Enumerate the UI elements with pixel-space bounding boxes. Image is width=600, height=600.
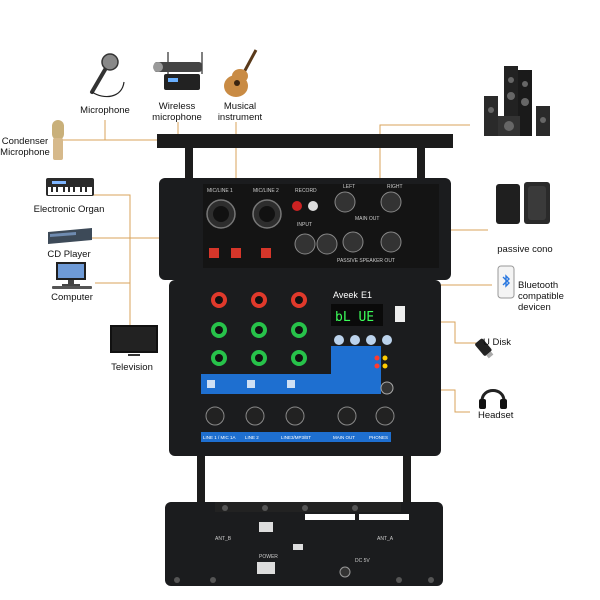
carry-handle [157,134,453,148]
usb-disk-icon [475,338,494,359]
strip-label-2: LINE 2 [245,435,259,440]
main-out-label: MAIN OUT [355,216,379,222]
guitar-icon [224,49,258,97]
label-condenser-microphone: Condenser Microphone [0,136,50,158]
label-cd-player: CD Player [47,249,91,260]
ant-b-label: ANT_B [215,536,232,542]
wireless-mic-icon [153,52,203,90]
record-label: RECORD [295,188,317,194]
label-computer: Computer [51,292,93,303]
brand-label: Aveek [333,290,358,300]
microphone-icon [90,53,125,98]
dc-label: DC 5V [355,558,370,564]
label-electronic-organ: Electronic Organ [33,204,105,215]
label-passive-speaker: passive cono [497,244,553,255]
keyboard-icon [46,178,94,196]
display-readout: bL UE [335,310,374,325]
television-icon [110,325,158,356]
right-label: RIGHT [387,184,403,190]
mic2-label: MIC/LINE 2 [253,188,279,194]
mic1-label: MIC/LINE 1 [207,188,233,194]
audio-mixer: MIC/LINE 1 MIC/LINE 2 RECORD LEFT RIGHT … [157,134,453,586]
label-musical-instrument: Musical instrument [217,101,263,123]
label-bluetooth: Bluetooth compatible devicen [518,280,564,313]
power-label: POWER [259,554,278,560]
strip-label-1: LINE 1 / MIC 1A [203,435,236,440]
phone-bluetooth-icon [497,265,515,299]
speaker-tower-icon [484,66,550,136]
strip-label-3: LINE3/MP3/BT [281,435,311,440]
label-u-disk: U Disk [483,337,511,348]
passive-speaker-icon [496,182,550,224]
input-label: INPUT [297,222,312,228]
headset-icon [479,389,507,409]
computer-icon [52,262,92,289]
strip-label-4: MAIN OUT [333,435,355,440]
cd-player-icon [48,228,92,244]
model-label: E1 [361,290,372,300]
ant-a-label: ANT_A [377,536,394,542]
wireless-receiver-base [165,502,443,586]
label-wireless-microphone: Wireless microphone [152,101,202,123]
label-microphone: Microphone [80,105,130,116]
strip-label-5: PHONES [369,435,388,440]
label-headset: Headset [478,410,514,421]
left-label: LEFT [343,184,355,190]
passive-out-label: PASSIVE SPEAKER OUT [337,258,395,264]
combo-jacks [206,199,282,229]
label-television: Television [111,362,153,373]
condenser-mic-icon [52,120,64,160]
